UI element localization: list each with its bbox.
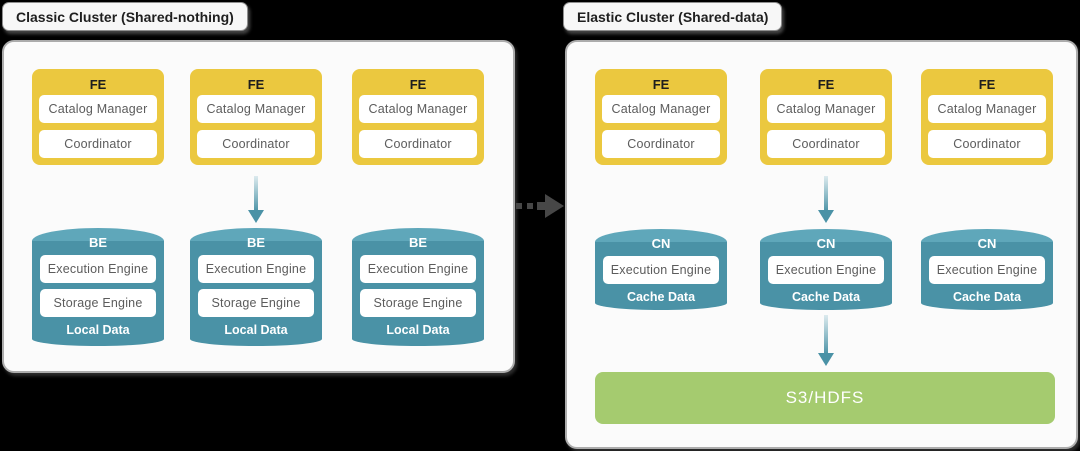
catalog-manager-box: Catalog Manager bbox=[767, 95, 885, 123]
fe-node: FE Catalog Manager Coordinator bbox=[595, 69, 727, 165]
fe-node: FE Catalog Manager Coordinator bbox=[921, 69, 1053, 165]
cn-node: CN Execution Engine Cache Data bbox=[760, 229, 892, 310]
fe-node-label: FE bbox=[247, 77, 265, 92]
coordinator-box: Coordinator bbox=[197, 130, 315, 158]
fe-node: FE Catalog Manager Coordinator bbox=[352, 69, 484, 165]
catalog-manager-box: Catalog Manager bbox=[928, 95, 1046, 123]
fe-node-label: FE bbox=[817, 77, 835, 92]
migration-arrow-icon bbox=[516, 194, 564, 218]
storage-engine-box: Storage Engine bbox=[198, 289, 314, 317]
down-arrow-icon bbox=[818, 315, 834, 366]
execution-engine-box: Execution Engine bbox=[603, 256, 719, 284]
fe-node: FE Catalog Manager Coordinator bbox=[190, 69, 322, 165]
execution-engine-box: Execution Engine bbox=[360, 255, 476, 283]
storage-engine-box: Storage Engine bbox=[40, 289, 156, 317]
cn-node-label: CN bbox=[977, 236, 997, 251]
storage-engine-box: Storage Engine bbox=[360, 289, 476, 317]
be-node: BE Execution Engine Storage Engine Local… bbox=[352, 228, 484, 346]
fe-node-label: FE bbox=[409, 77, 427, 92]
be-node-label: BE bbox=[408, 235, 428, 250]
classic-cluster-title: Classic Cluster (Shared-nothing) bbox=[2, 2, 248, 31]
execution-engine-box: Execution Engine bbox=[198, 255, 314, 283]
execution-engine-box: Execution Engine bbox=[40, 255, 156, 283]
coordinator-box: Coordinator bbox=[928, 130, 1046, 158]
catalog-manager-box: Catalog Manager bbox=[359, 95, 477, 123]
coordinator-box: Coordinator bbox=[602, 130, 720, 158]
catalog-manager-box: Catalog Manager bbox=[39, 95, 157, 123]
fe-node: FE Catalog Manager Coordinator bbox=[32, 69, 164, 165]
be-node-label: BE bbox=[246, 235, 266, 250]
catalog-manager-box: Catalog Manager bbox=[197, 95, 315, 123]
coordinator-box: Coordinator bbox=[767, 130, 885, 158]
fe-node-label: FE bbox=[978, 77, 996, 92]
cache-data-label: Cache Data bbox=[952, 290, 1022, 304]
fe-node-label: FE bbox=[652, 77, 670, 92]
cn-node: CN Execution Engine Cache Data bbox=[921, 229, 1053, 310]
elastic-cluster-panel: FE Catalog Manager Coordinator FE Catalo… bbox=[565, 40, 1078, 449]
fe-node-label: FE bbox=[89, 77, 107, 92]
execution-engine-box: Execution Engine bbox=[768, 256, 884, 284]
coordinator-box: Coordinator bbox=[359, 130, 477, 158]
cn-node-label: CN bbox=[816, 236, 836, 251]
down-arrow-icon bbox=[248, 176, 264, 223]
be-node-label: BE bbox=[88, 235, 108, 250]
cache-data-label: Cache Data bbox=[626, 290, 696, 304]
cache-data-label: Cache Data bbox=[791, 290, 861, 304]
execution-engine-box: Execution Engine bbox=[929, 256, 1045, 284]
be-node: BE Execution Engine Storage Engine Local… bbox=[190, 228, 322, 346]
local-data-label: Local Data bbox=[66, 323, 130, 337]
classic-cluster-panel: FE Catalog Manager Coordinator FE Catalo… bbox=[2, 40, 515, 373]
local-data-label: Local Data bbox=[386, 323, 450, 337]
elastic-cluster-title: Elastic Cluster (Shared-data) bbox=[563, 2, 783, 31]
catalog-manager-box: Catalog Manager bbox=[602, 95, 720, 123]
local-data-label: Local Data bbox=[224, 323, 288, 337]
shared-storage-bar: S3/HDFS bbox=[595, 372, 1055, 424]
cn-node: CN Execution Engine Cache Data bbox=[595, 229, 727, 310]
be-node: BE Execution Engine Storage Engine Local… bbox=[32, 228, 164, 346]
coordinator-box: Coordinator bbox=[39, 130, 157, 158]
fe-node: FE Catalog Manager Coordinator bbox=[760, 69, 892, 165]
down-arrow-icon bbox=[818, 176, 834, 223]
cn-node-label: CN bbox=[651, 236, 671, 251]
